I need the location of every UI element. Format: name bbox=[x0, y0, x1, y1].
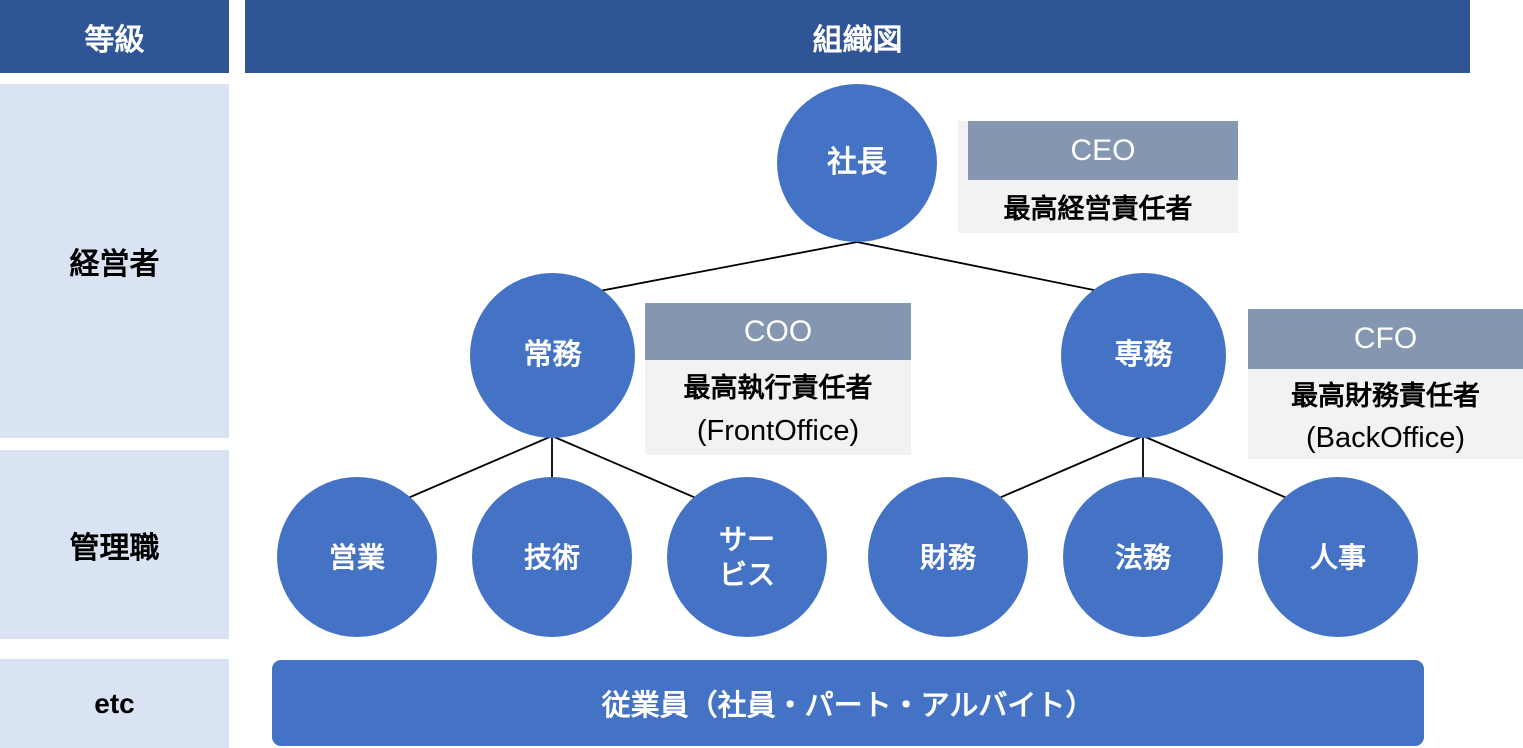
node-president: 社長 bbox=[777, 84, 937, 242]
ceo-label-box: CEO 最高経営責任者 bbox=[958, 121, 1238, 233]
cfo-title: CFO bbox=[1248, 309, 1523, 369]
node-legal: 法務 bbox=[1063, 477, 1223, 637]
node-senior-managing-director: 専務 bbox=[1061, 273, 1226, 438]
grade-row-etc: etc bbox=[0, 659, 229, 748]
org-chart-header: 組織図 bbox=[245, 0, 1470, 73]
ceo-description: 最高経営責任者 bbox=[1003, 194, 1193, 224]
node-finance: 財務 bbox=[868, 477, 1028, 637]
node-engineering: 技術 bbox=[472, 477, 632, 637]
coo-description: 最高執行責任者 bbox=[683, 372, 873, 403]
employee-bar: 従業員（社員・パート・アルバイト） bbox=[272, 660, 1424, 746]
grade-row-managers: 管理職 bbox=[0, 450, 229, 639]
coo-title: COO bbox=[645, 303, 911, 360]
grade-column-header: 等級 bbox=[0, 0, 229, 73]
ceo-title: CEO bbox=[968, 121, 1238, 180]
cfo-subtitle: (BackOffice) bbox=[1305, 421, 1465, 454]
node-sales: 営業 bbox=[277, 477, 437, 637]
node-hr: 人事 bbox=[1258, 477, 1418, 637]
cfo-label-box: CFO 最高財務責任者 (BackOffice) bbox=[1248, 309, 1523, 459]
coo-label-box: COO 最高執行責任者 (FrontOffice) bbox=[645, 303, 911, 455]
node-managing-director: 常務 bbox=[470, 273, 635, 438]
node-service: サー ビス bbox=[667, 477, 827, 637]
cfo-description: 最高財務責任者 bbox=[1291, 380, 1480, 411]
grade-row-executives: 経営者 bbox=[0, 84, 229, 438]
coo-subtitle: (FrontOffice) bbox=[696, 415, 860, 447]
